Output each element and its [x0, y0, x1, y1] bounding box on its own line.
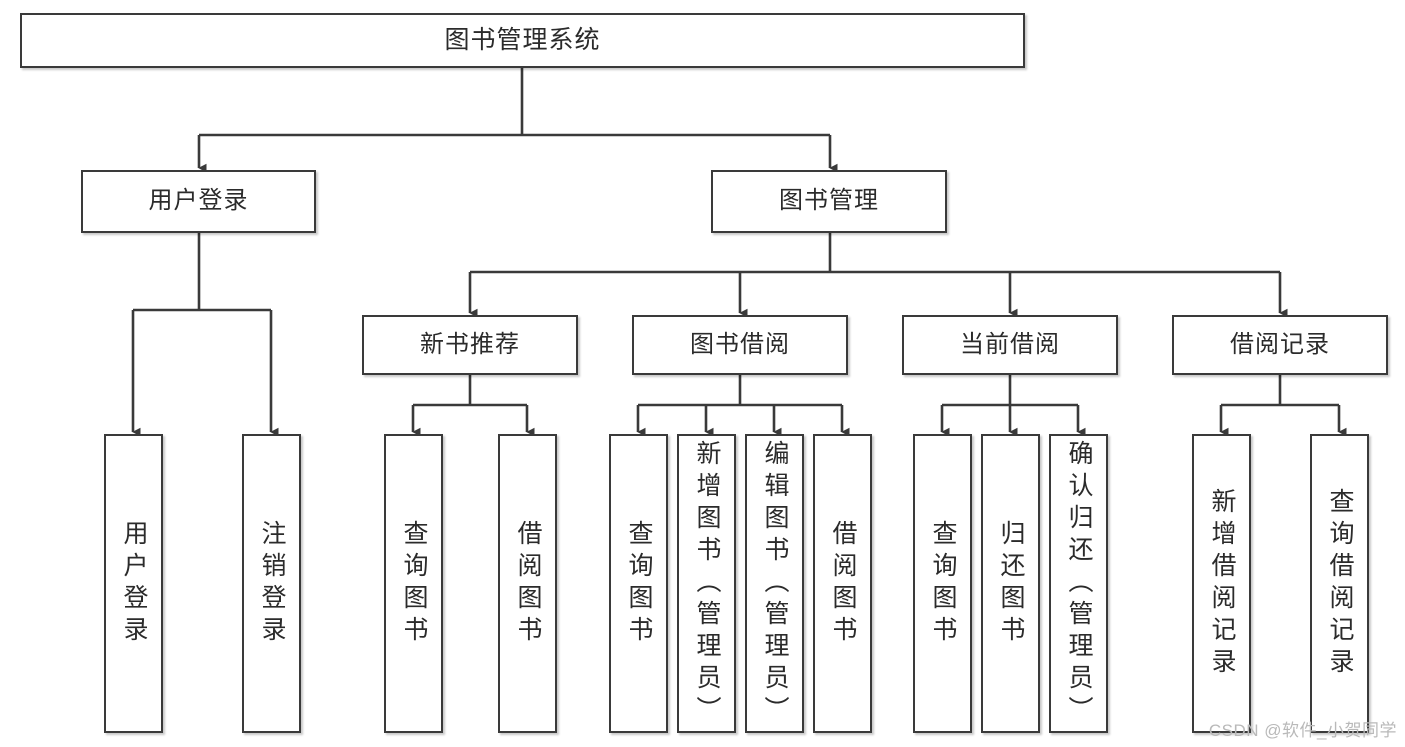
- node-label: 当前借阅: [960, 330, 1060, 358]
- leaf-borrow-add-book-admin[interactable]: 新增图书（管理员）: [677, 434, 736, 733]
- leaf-current-confirm-return-admin[interactable]: 确认归还（管理员）: [1049, 434, 1108, 733]
- leaf-borrow-query-book[interactable]: 查询图书: [609, 434, 668, 733]
- node-current-borrowing[interactable]: 当前借阅: [902, 315, 1118, 375]
- node-label: 借阅记录: [1230, 330, 1330, 358]
- leaf-record-query-borrow-record[interactable]: 查询借阅记录: [1310, 434, 1369, 733]
- node-borrow-record[interactable]: 借阅记录: [1172, 315, 1388, 375]
- leaf-borrow-borrow-book[interactable]: 借阅图书: [813, 434, 872, 733]
- leaf-new-book-query-book[interactable]: 查询图书: [384, 434, 443, 733]
- csdn-watermark: CSDN @软件_小贺同学: [1208, 721, 1397, 740]
- leaf-borrow-edit-book-admin[interactable]: 编辑图书（管理员）: [745, 434, 804, 733]
- node-label: 图书借阅: [690, 330, 790, 358]
- node-label: 查询图书: [400, 519, 428, 648]
- node-label: 查询借阅记录: [1326, 487, 1354, 680]
- leaf-new-book-borrow-book[interactable]: 借阅图书: [498, 434, 557, 733]
- node-label: 借阅图书: [514, 519, 542, 648]
- node-label: 图书管理: [779, 187, 879, 215]
- leaf-user-login-login[interactable]: 用户登录: [104, 434, 163, 733]
- node-root-book-management-system[interactable]: 图书管理系统: [20, 13, 1025, 68]
- node-label: 查询图书: [929, 519, 957, 648]
- node-label: 查询图书: [625, 519, 653, 648]
- leaf-user-login-logout[interactable]: 注销登录: [242, 434, 301, 733]
- node-user-login[interactable]: 用户登录: [81, 170, 316, 233]
- node-new-book-recommendation[interactable]: 新书推荐: [362, 315, 578, 375]
- leaf-record-add-borrow-record[interactable]: 新增借阅记录: [1192, 434, 1251, 733]
- node-label: 确认归还（管理员）: [1065, 440, 1093, 728]
- node-label: 用户登录: [148, 187, 249, 215]
- node-label: 新增借阅记录: [1208, 487, 1236, 680]
- node-label: 新增图书（管理员）: [693, 440, 721, 728]
- node-label: 注销登录: [258, 519, 286, 648]
- node-label: 图书管理系统: [444, 25, 601, 54]
- node-label: 用户登录: [120, 519, 148, 648]
- node-label: 归还图书: [997, 519, 1025, 648]
- leaf-current-query-book[interactable]: 查询图书: [913, 434, 972, 733]
- node-label: 新书推荐: [420, 330, 520, 358]
- node-book-management[interactable]: 图书管理: [711, 170, 947, 233]
- node-label: 借阅图书: [829, 519, 857, 648]
- leaf-current-return-book[interactable]: 归还图书: [981, 434, 1040, 733]
- node-label: 编辑图书（管理员）: [761, 440, 789, 728]
- node-book-borrowing[interactable]: 图书借阅: [632, 315, 848, 375]
